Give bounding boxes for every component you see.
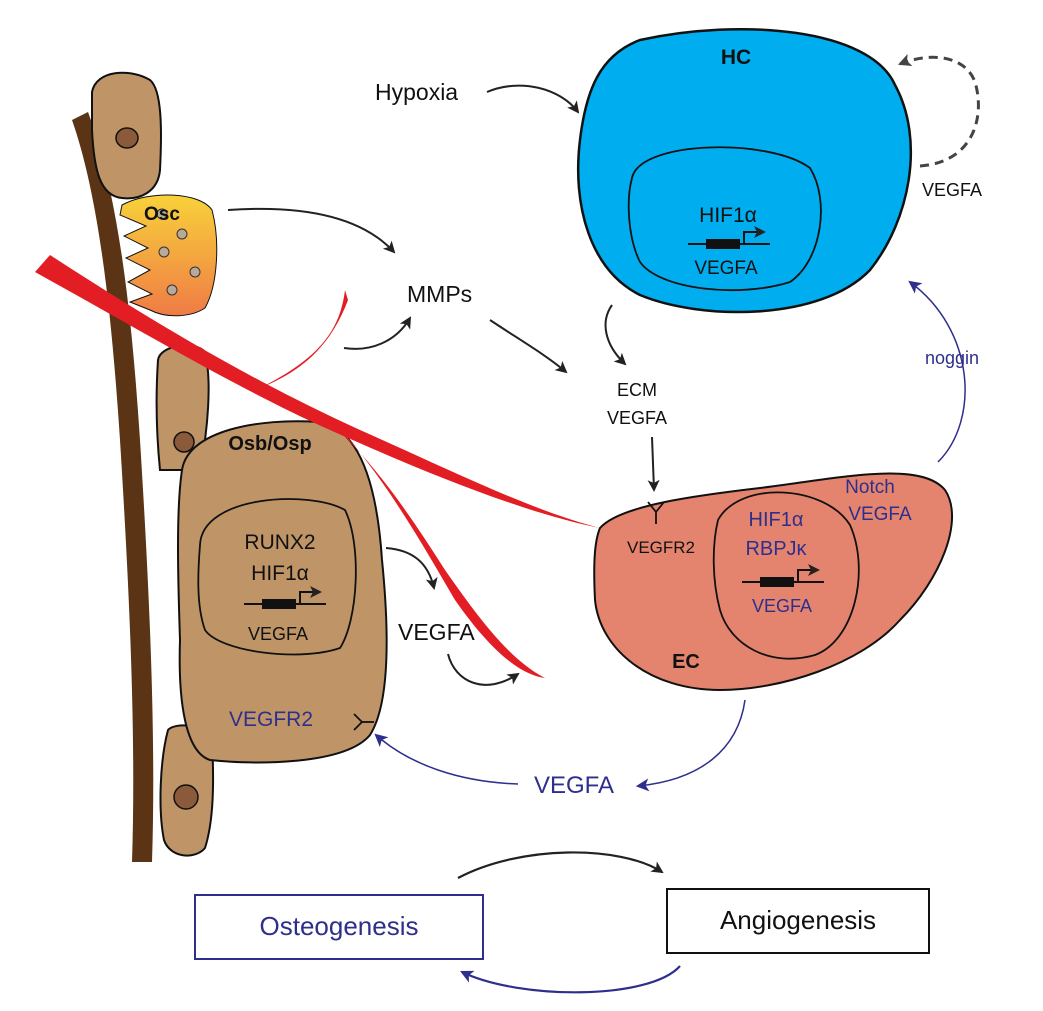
vegfa-ec-to-osb-label: VEGFA (534, 772, 614, 799)
osteoclast-cell (119, 194, 218, 317)
ec-label: EC (672, 651, 700, 673)
osc-label: Osc (144, 204, 180, 225)
arrow-osteo-to-angio (457, 851, 664, 879)
arrow-ec-to-vegfa (635, 699, 746, 792)
mmps-label: MMPs (407, 281, 472, 307)
arrow-mmps-to-ecm (489, 319, 568, 374)
hc-label: HC (721, 46, 751, 69)
arrow-angio-to-osteo (460, 965, 681, 994)
arrow-vegfa-to-osb (374, 733, 519, 785)
osb-gene-icon (244, 586, 326, 609)
arrow-hc-to-ecm (604, 304, 627, 366)
hc-nucleus-hif1a: HIF1α (699, 204, 757, 227)
blood-vessel (35, 255, 600, 528)
arrow-osc-to-mmps (227, 207, 396, 254)
osb-receptor-label: VEGFR2 (229, 708, 313, 731)
arrow-noggin-to-hc (908, 280, 966, 463)
osb-nucleus-vegfa: VEGFA (248, 624, 308, 644)
noggin-label: noggin (925, 348, 979, 368)
ec-nucleus-rbpjk: RBPJκ (745, 538, 807, 560)
angiogenesis-label: Angiogenesis (720, 905, 876, 935)
osb-receptor-icon (353, 713, 374, 731)
osteoblast-nucleus (197, 498, 357, 656)
vegfa-loop-label: VEGFA (922, 180, 982, 200)
osteoclast-nucleus (156, 208, 168, 220)
ec-nucleus-vegfa: VEGFA (752, 596, 812, 616)
arrow-vegfa-autocrine-loop (897, 53, 980, 168)
osteoclast-nucleus (158, 246, 170, 258)
arrow-vessel-to-mmps (343, 316, 412, 350)
osb-nucleus-hif1a: HIF1α (251, 562, 309, 585)
ec-nucleus-hif1a: HIF1α (749, 509, 804, 531)
arrow-ecm-to-ec (647, 436, 660, 492)
osb-nucleus-runx2: RUNX2 (244, 531, 315, 554)
osteoclast-nucleus (189, 266, 201, 278)
bone-shaft (72, 112, 154, 862)
osteoclast-nucleus (176, 228, 188, 240)
hc-nucleus-vegfa: VEGFA (694, 258, 758, 279)
osteogenesis-label: Osteogenesis (260, 911, 419, 941)
osteoclast-nucleus (166, 284, 178, 296)
lining-cell-middle-nucleus (173, 431, 195, 453)
ec-notch-label: Notch (845, 477, 895, 498)
ec-nucleus (712, 491, 860, 660)
ecm-label: ECM (617, 380, 657, 400)
hc-gene-icon (688, 226, 770, 249)
hc-nucleus (627, 146, 822, 291)
arrow-vegfa-to-vessel (447, 653, 520, 686)
vegfa-osb-label: VEGFA (398, 619, 475, 645)
arrow-osb-to-vegfa (385, 547, 438, 590)
arrow-hypoxia-to-hc (486, 84, 580, 114)
ec-receptor-label: VEGFR2 (627, 538, 695, 557)
lining-cell-bottom-nucleus (173, 784, 199, 810)
ec-receptor-icon (647, 501, 665, 524)
angiogenesis-box (666, 888, 930, 954)
osteogenesis-box (194, 894, 484, 960)
ecm-vegfa-label: VEGFA (607, 408, 667, 428)
ec-vegfa-side-label: VEGFA (848, 504, 912, 525)
hc-cell (576, 27, 912, 314)
ec-gene-icon (742, 564, 824, 587)
lining-cell-top-nucleus (115, 127, 139, 149)
hypoxia-label: Hypoxia (375, 79, 458, 105)
blood-vessel-sprout (260, 290, 348, 388)
osb-label: Osb/Osp (228, 433, 311, 455)
